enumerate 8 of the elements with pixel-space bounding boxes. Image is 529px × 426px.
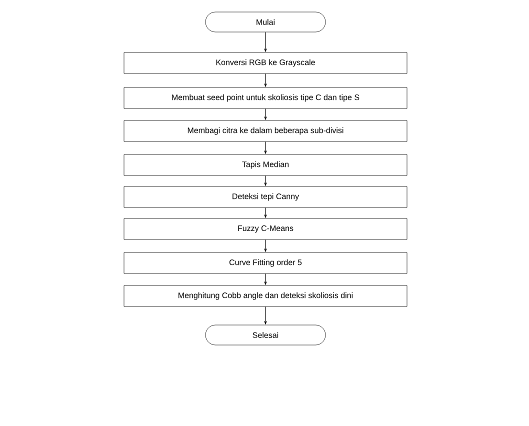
- process-box: Membuat seed point untuk skoliosis tipe C dan tipe S: [124, 87, 408, 109]
- process-box: Curve Fitting order 5: [124, 252, 408, 274]
- process-box: Tapis Median: [124, 154, 408, 176]
- process-box: Konversi RGB ke Grayscale: [124, 52, 408, 74]
- process-box: Membagi citra ke dalam beberapa sub-divisi: [124, 120, 408, 142]
- process-box: Menghitung Cobb angle dan deteksi skoliosis dini: [124, 285, 408, 307]
- process-box: Fuzzy C-Means: [124, 218, 408, 240]
- process-box: Deteksi tepi Canny: [124, 186, 408, 208]
